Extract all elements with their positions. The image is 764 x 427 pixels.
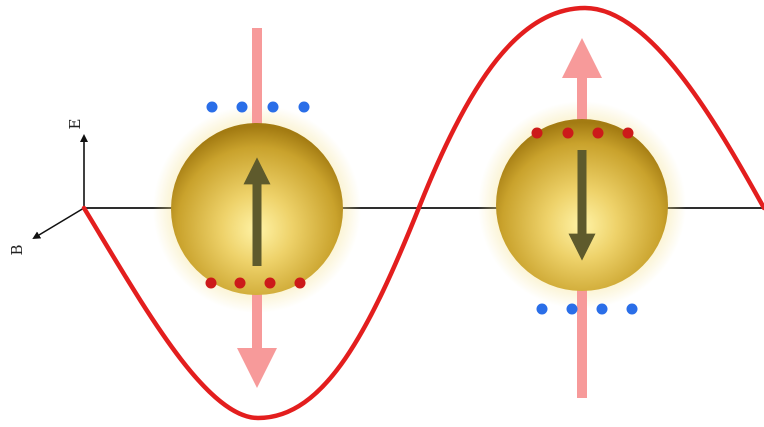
negative-charge [206,101,218,113]
positive-charge [592,127,604,139]
positive-charges-top [531,127,634,139]
negative-charge [536,303,548,315]
right-particle [478,38,686,398]
positive-charge [562,127,574,139]
negative-charge [566,303,578,315]
negative-charge [596,303,608,315]
depth-axis [32,207,85,240]
field-wave [81,5,764,421]
negative-charge [236,101,248,113]
positive-charge [234,277,246,289]
positive-charge [531,127,543,139]
depth-axis-label: B [8,244,26,255]
negative-charges-top [206,101,310,113]
positive-charge [205,277,217,289]
positive-charge [294,277,306,289]
left-particle [153,28,361,388]
negative-charge [626,303,638,315]
negative-charge [298,101,310,113]
vertical-axis-label: E [66,119,84,130]
negative-charges-bottom [536,303,638,315]
positive-charge [264,277,276,289]
positive-charges-bottom [205,277,306,289]
negative-charge [267,101,279,113]
positive-charge [622,127,634,139]
